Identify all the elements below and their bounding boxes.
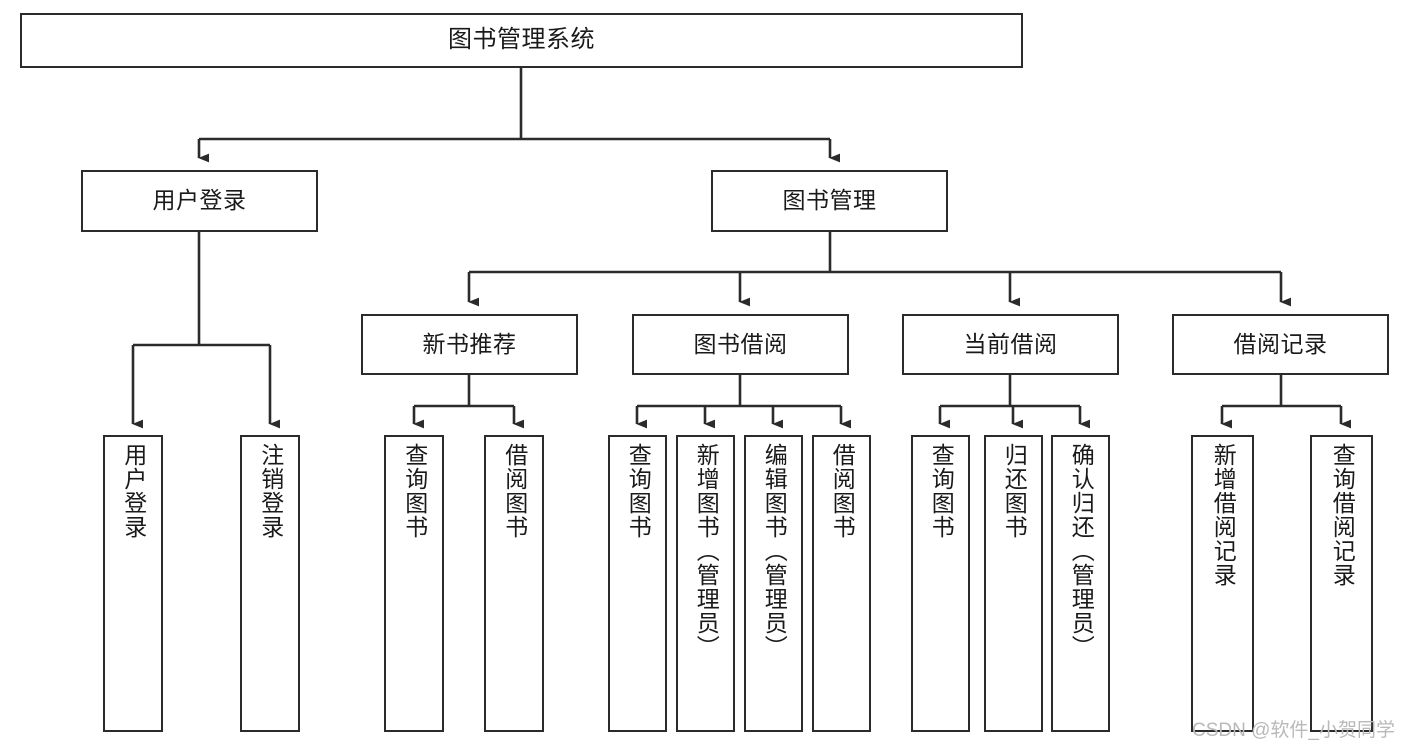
leaf-add-book-admin[interactable]: 新增图书（管理员） [676,435,735,732]
leaf-user-logout-label: 注销登录 [257,443,284,539]
node-book-borrow[interactable]: 图书借阅 [632,314,849,375]
leaf-edit-book-admin[interactable]: 编辑图书（管理员） [744,435,803,732]
edges-root-to-level2 [197,68,841,163]
edges-recommend-to-leaves [412,375,525,429]
leaf-add-borrow-record-label: 新增借阅记录 [1210,443,1237,587]
leaf-query-borrow-record[interactable]: 查询借阅记录 [1310,435,1373,732]
leaf-user-login-label: 用户登录 [120,443,147,539]
leaf-return-book[interactable]: 归还图书 [984,435,1043,732]
node-user-login[interactable]: 用户登录 [81,170,318,232]
node-user-login-label: 用户登录 [152,187,247,214]
leaf-return-book-label: 归还图书 [1001,443,1028,539]
leaf-query-book-borrow[interactable]: 查询图书 [608,435,667,732]
leaf-user-login[interactable]: 用户登录 [103,435,163,732]
leaf-borrow-book[interactable]: 借阅图书 [812,435,871,732]
leaf-edit-book-admin-label: 编辑图书（管理员） [761,443,788,659]
leaf-query-book-recommend-label: 查询图书 [401,443,428,539]
edges-currentborrow-to-leaves [938,375,1091,429]
node-book-borrow-label: 图书借阅 [693,330,788,357]
leaf-borrow-book-recommend-label: 借阅图书 [501,443,528,539]
node-new-book-recommend[interactable]: 新书推荐 [361,314,578,375]
edges-bookmgmt-to-level3 [467,232,1292,307]
node-book-management-label: 图书管理 [782,187,877,214]
leaf-query-borrow-record-label: 查询借阅记录 [1329,443,1356,587]
leaf-query-book-recommend[interactable]: 查询图书 [384,435,444,732]
leaf-confirm-return-admin-label: 确认归还（管理员） [1068,443,1095,659]
leaf-query-book-current-label: 查询图书 [928,443,955,539]
node-book-management[interactable]: 图书管理 [711,170,948,232]
node-borrow-records-label: 借阅记录 [1233,330,1328,357]
leaf-user-logout[interactable]: 注销登录 [240,435,300,732]
node-root[interactable]: 图书管理系统 [20,13,1023,68]
leaf-query-book-borrow-label: 查询图书 [625,443,652,539]
node-current-borrow-label: 当前借阅 [963,330,1058,357]
node-new-book-recommend-label: 新书推荐 [422,330,517,357]
leaf-add-book-admin-label: 新增图书（管理员） [693,443,720,659]
edges-bookborrow-to-leaves [635,375,852,429]
node-current-borrow[interactable]: 当前借阅 [902,314,1119,375]
leaf-add-borrow-record[interactable]: 新增借阅记录 [1191,435,1254,732]
leaf-borrow-book-recommend[interactable]: 借阅图书 [484,435,544,732]
edges-userlogin-to-leaves [131,232,281,429]
node-root-label: 图书管理系统 [448,26,595,54]
leaf-confirm-return-admin[interactable]: 确认归还（管理员） [1051,435,1110,732]
csdn-watermark: CSDN @软件_小贺同学 [1192,720,1395,741]
edges-borrowrecords-to-leaves [1220,375,1352,429]
node-borrow-records[interactable]: 借阅记录 [1172,314,1389,375]
leaf-borrow-book-label: 借阅图书 [829,443,856,539]
leaf-query-book-current[interactable]: 查询图书 [911,435,970,732]
